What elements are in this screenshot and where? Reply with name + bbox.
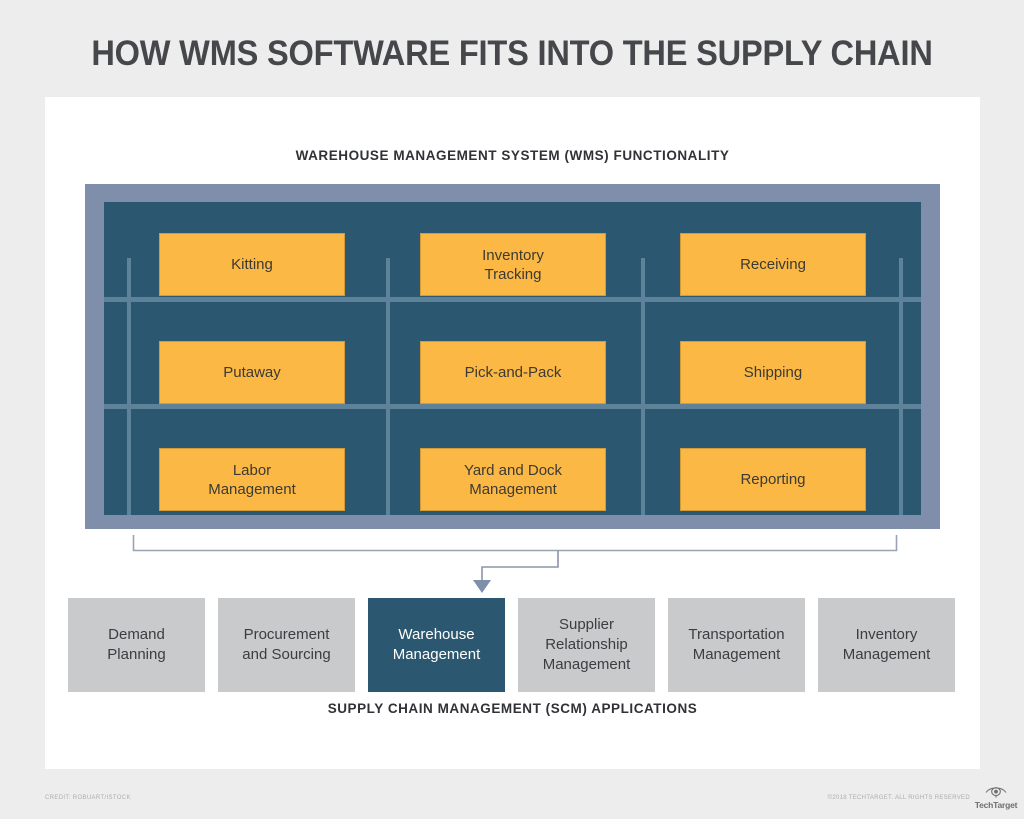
wms-function-box: Reporting [680,448,866,511]
wms-function-box: Kitting [159,233,345,296]
wms-function-label: Kitting [231,256,273,273]
wms-function-box: Shipping [680,341,866,404]
wms-function-label: Receiving [740,256,806,273]
infographic-card: WAREHOUSE MANAGEMENT SYSTEM (WMS) FUNCTI… [45,97,980,769]
rack-to-scm-connector [132,535,898,593]
scm-section-heading: SUPPLY CHAIN MANAGEMENT (SCM) APPLICATIO… [327,701,698,716]
wms-function-label: Shipping [743,364,803,381]
techtarget-logo: TechTarget [974,784,1018,812]
rack-upright [641,258,645,515]
copyright-notice: ©2018 TECHTARGET. ALL RIGHTS RESERVED [827,795,970,801]
connector-bracket [132,535,898,552]
wms-function-label: Reporting [740,471,806,488]
wms-function-label: Pick-and-Pack [464,364,562,381]
rack-upright [386,258,390,515]
connector-arrowhead [473,580,491,593]
eye-icon [985,787,1007,798]
rack-shelf-beam [104,297,921,302]
wms-function-label: Putaway [223,364,281,381]
page-title: HOW WMS SOFTWARE FITS INTO THE SUPPLY CH… [91,34,933,73]
connector-elbow [481,550,559,580]
techtarget-wordmark: TechTarget [974,800,1018,810]
rack-upright [899,258,903,515]
image-credit: CREDIT: ROBUART/ISTOCK [45,795,131,801]
rack-upright [127,258,131,515]
wms-function-box: Putaway [159,341,345,404]
wms-function-box: Receiving [680,233,866,296]
rack-shelf-beam [104,404,921,409]
wms-function-box: Pick-and-Pack [420,341,606,404]
wms-section-heading: WAREHOUSE MANAGEMENT SYSTEM (WMS) FUNCTI… [295,148,730,163]
